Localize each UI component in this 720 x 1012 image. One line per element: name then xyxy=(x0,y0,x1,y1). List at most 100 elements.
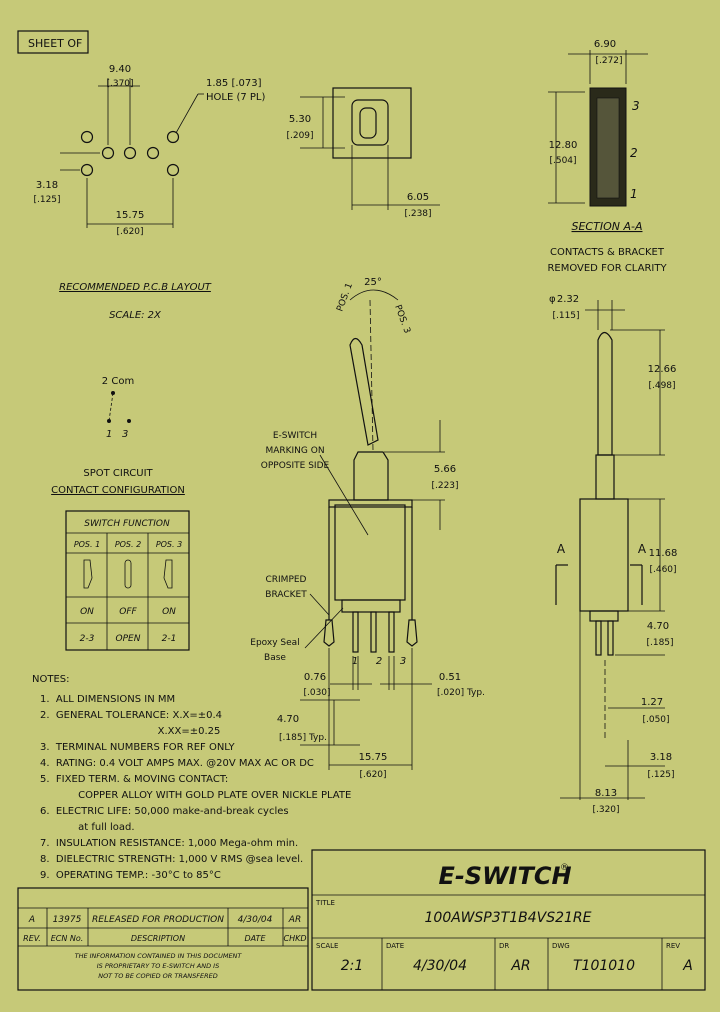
side-1168-in: [.460] xyxy=(649,565,676,575)
front-1575-in: [.620] xyxy=(359,770,386,780)
section-pin-3: 3 xyxy=(632,99,640,113)
pcb-hole-dim: 1.85 [.073] xyxy=(206,78,262,89)
scale-label: SCALE xyxy=(316,942,338,950)
pcb-318-dim-in: [.125] xyxy=(33,195,60,205)
title-label: TITLE xyxy=(315,899,335,907)
side-1168: 11.68 xyxy=(649,548,678,559)
spot-circuit: 2 Com 1 3 SPOT CIRCUIT CONTACT CONFIGURA… xyxy=(51,376,185,496)
note-line: 4. RATING: 0.4 VOLT AMPS MAX. @20V MAX A… xyxy=(40,758,314,769)
side-470-in: [.185] xyxy=(646,638,673,648)
front-angle: 25° xyxy=(364,277,382,288)
front-076: 0.76 xyxy=(304,672,326,683)
front-470: 4.70 xyxy=(277,714,299,725)
side-phi: φ xyxy=(549,294,556,305)
pcb-318-dim: 3.18 xyxy=(36,180,58,191)
pcb-side-w: 6.05 xyxy=(407,192,429,203)
proprietary-line: NOT TO BE COPIED OR TRANSFERED xyxy=(98,972,218,980)
rev-head-rev: REV. xyxy=(23,934,41,943)
rev-head-ecn: ECN No. xyxy=(51,934,84,943)
side-1266: 12.66 xyxy=(648,364,677,375)
pcb-side-view: 5.30 [.209] 6.05 [.238] xyxy=(286,87,440,219)
lever-pos1-icon xyxy=(83,559,93,589)
pcb-side-h-in: [.209] xyxy=(286,131,313,141)
spot-pin-1: 1 xyxy=(106,429,112,440)
rev-desc: RELEASED FOR PRODUCTION xyxy=(92,915,224,925)
proprietary-line: IS PROPRIETARY TO E-SWITCH AND IS xyxy=(97,962,219,970)
side-sec-a-right: A xyxy=(638,542,647,556)
section-note-2: REMOVED FOR CLARITY xyxy=(547,263,667,274)
dr-value: AR xyxy=(510,958,530,974)
section-note-1: CONTACTS & BRACKET xyxy=(550,247,665,258)
rev-head-date: DATE xyxy=(245,934,267,943)
rev-ecn: 13975 xyxy=(53,915,82,925)
notes-heading: NOTES: xyxy=(32,674,70,685)
proprietary-line: THE INFORMATION CONTAINED IN THIS DOCUME… xyxy=(75,952,243,960)
rev-label: REV xyxy=(666,942,680,950)
pcb-side-h: 5.30 xyxy=(289,114,311,125)
front-crimped-2: BRACKET xyxy=(265,590,307,600)
pcb-1575-dim-in: [.620] xyxy=(116,227,143,237)
front-076-in: [.030] xyxy=(303,688,330,698)
front-pos3: POS. 3 xyxy=(392,304,412,335)
pcb-pitch-dim-in: [.370] xyxy=(106,79,133,89)
table-state-pos3: ON xyxy=(162,607,176,617)
table-title: SWITCH FUNCTION xyxy=(84,519,170,529)
notes: NOTES: 1. ALL DIMENSIONS IN MM 2. GENERA… xyxy=(32,674,351,881)
front-pin-2: 2 xyxy=(376,656,382,667)
table-conn-pos2: OPEN xyxy=(116,634,141,644)
pcb-title: RECOMMENDED P.C.B LAYOUT xyxy=(59,282,212,293)
section-a-a: 6.90 [.272] 12.80 [.504] 3 2 1 SECTION A… xyxy=(547,39,667,274)
note-line: 2. GENERAL TOLERANCE: X.X=±0.4 xyxy=(40,710,222,721)
front-pin-3: 3 xyxy=(400,656,406,667)
spot-com-label: 2 Com xyxy=(102,376,134,387)
spot-title-2: CONTACT CONFIGURATION xyxy=(51,485,185,496)
front-epoxy-2: Base xyxy=(264,653,286,663)
rev-by: AR xyxy=(288,915,301,925)
pcb-pitch-dim: 9.40 xyxy=(109,64,131,75)
section-h: 12.80 xyxy=(549,140,578,151)
rev-date: 4/30/04 xyxy=(238,915,273,925)
front-pos1: POS. 1 xyxy=(335,282,355,313)
section-pin-1: 1 xyxy=(630,187,638,201)
side-470: 4.70 xyxy=(647,621,669,632)
table-head-pos1: POS. 1 xyxy=(74,540,100,549)
side-127: 1.27 xyxy=(641,697,663,708)
side-view: φ 2.32 [.115] 12.66 [.498] A A 11.68 [.4… xyxy=(549,294,677,815)
table-state-pos2: OFF xyxy=(119,607,137,617)
rev-head-desc: DESCRIPTION xyxy=(131,934,185,943)
dr-label: DR xyxy=(499,942,509,950)
dwg-label: DWG xyxy=(552,942,570,950)
date-value: 4/30/04 xyxy=(413,958,467,974)
front-566: 5.66 xyxy=(434,464,456,475)
logo-registered: ® xyxy=(560,863,569,873)
side-sec-a-left: A xyxy=(557,542,566,556)
side-813: 8.13 xyxy=(595,788,617,799)
side-318: 3.18 xyxy=(650,752,672,763)
date-label: DATE xyxy=(386,942,404,950)
revision-table: A 13975 RELEASED FOR PRODUCTION 4/30/04 … xyxy=(17,887,309,991)
pcb-scale: SCALE: 2X xyxy=(109,310,162,321)
table-conn-pos3: 2-1 xyxy=(162,634,177,644)
front-pin-1: 1 xyxy=(352,656,358,667)
rev-block-value: A xyxy=(682,958,693,974)
note-line: 8. DIELECTRIC STRENGTH: 1,000 V RMS @sea… xyxy=(40,854,303,865)
sheet-label: SHEET OF xyxy=(28,37,82,50)
lever-pos2-icon xyxy=(124,559,132,589)
side-1266-in: [.498] xyxy=(648,381,675,391)
note-line: X.XX=±0.25 xyxy=(40,726,220,737)
section-w: 6.90 xyxy=(594,39,616,50)
rev-value: A xyxy=(28,915,35,925)
side-813-in: [.320] xyxy=(592,805,619,815)
front-view: 25° POS. 1 POS. 3 E-SWITCH MARKING ON OP… xyxy=(250,277,485,780)
e-switch-logo: E-SWITCH ® xyxy=(438,862,571,890)
note-line: 6. ELECTRIC LIFE: 50,000 make-and-break … xyxy=(40,806,289,817)
dwg-value: T101010 xyxy=(573,958,635,974)
spot-pin-3: 3 xyxy=(122,429,128,440)
section-title: SECTION A-A xyxy=(572,220,643,233)
note-line: at full load. xyxy=(40,822,135,833)
side-dia-in: [.115] xyxy=(552,311,579,321)
front-crimped-1: CRIMPED xyxy=(265,575,306,585)
scale-value: 2:1 xyxy=(341,958,364,974)
front-470-in: [.185] Typ. xyxy=(279,733,327,743)
front-1575: 15.75 xyxy=(359,752,388,763)
